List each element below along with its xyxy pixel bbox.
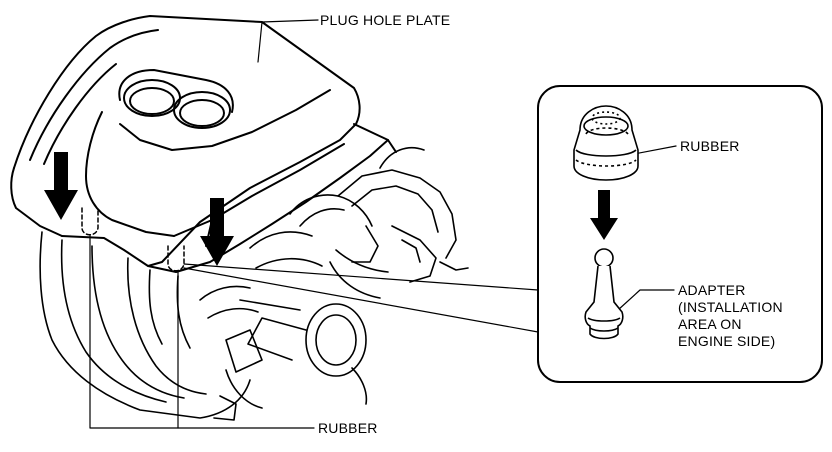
- engine-body: [39, 146, 469, 421]
- arrow-down-left: [44, 152, 78, 220]
- rubber-detail-label: RUBBER: [680, 138, 740, 154]
- arrow-down-center: [200, 198, 234, 266]
- adapter-label: ADAPTER (INSTALLATION AREA ON ENGINE SID…: [678, 282, 783, 350]
- rubber-detail-part: [573, 105, 639, 181]
- arrow-down-detail: [590, 190, 618, 240]
- plug-hole-plate: [10, 15, 397, 273]
- hidden-rubber-right: [167, 245, 185, 272]
- rubber-bottom-label: RUBBER: [318, 420, 378, 436]
- leader-lines: [89, 19, 677, 429]
- install-arrows: [44, 152, 618, 266]
- plug-hole-openings: [118, 69, 234, 129]
- adapter-label-line-2: (INSTALLATION: [678, 299, 783, 315]
- adapter-label-line-4: ENGINE SIDE): [678, 333, 776, 349]
- adapter-detail-part: [584, 248, 624, 340]
- adapter-label-line-1: ADAPTER: [678, 282, 746, 298]
- detail-callout-box: [537, 85, 823, 383]
- hidden-rubber-left: [81, 207, 99, 236]
- adapter-label-line-3: AREA ON: [678, 316, 742, 332]
- plug-hole-plate-label: PLUG HOLE PLATE: [320, 12, 451, 28]
